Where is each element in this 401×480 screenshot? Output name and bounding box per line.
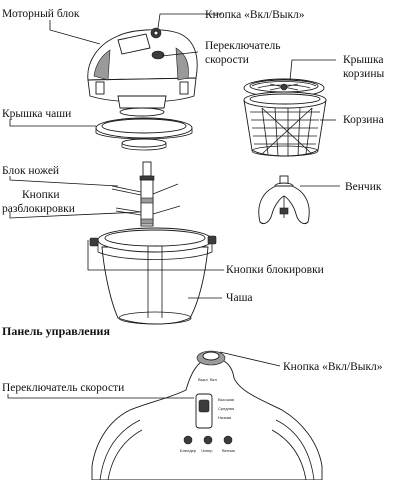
panel-low-label: Низкая bbox=[218, 415, 231, 420]
panel-medium-label: Средняя bbox=[218, 406, 234, 411]
whisk-drawing bbox=[258, 175, 310, 225]
icon3-label: Венчик bbox=[222, 448, 235, 453]
icon2-label: Чопер bbox=[201, 448, 213, 453]
control-panel-drawing: Выкл Вкл Высокая Средняя Низкая Блендер … bbox=[91, 350, 323, 480]
unlock-buttons-label: Кнопки bbox=[22, 189, 59, 201]
basket-label: Корзина bbox=[343, 114, 384, 126]
icon1-label: Блендер bbox=[180, 448, 197, 453]
blender-mode-icon bbox=[183, 435, 193, 445]
blade-block-label: Блок ножей bbox=[2, 165, 59, 177]
panel-high-label: Высокая bbox=[218, 397, 234, 402]
basket-drawing bbox=[243, 91, 327, 157]
panel-off-label: Выкл bbox=[198, 377, 208, 382]
blade-block-drawing bbox=[111, 161, 181, 227]
unlock-buttons-label-2: разблокировки bbox=[2, 203, 75, 215]
lock-buttons-label: Кнопки блокировки bbox=[226, 264, 324, 276]
labels: Моторный блок Кнопка «Вкл/Выкл» Переключ… bbox=[2, 8, 384, 394]
bowl-lid-label: Крышка чаши bbox=[2, 108, 71, 120]
speed-switch-label-top: Переключатель bbox=[205, 40, 280, 52]
motor-block-drawing bbox=[87, 27, 198, 117]
speed-switch-label-top-2: скорости bbox=[205, 54, 249, 66]
whisk-label: Венчик bbox=[345, 181, 382, 193]
bowl-lid-drawing bbox=[95, 117, 193, 151]
panel-title: Панель управления bbox=[2, 324, 110, 338]
panel-on-label: Вкл bbox=[210, 377, 217, 382]
basket-lid-label-2: корзины bbox=[343, 68, 384, 80]
chopper-mode-icon bbox=[203, 435, 213, 445]
whisk-mode-icon bbox=[223, 435, 233, 445]
power-button-label-panel: Кнопка «Вкл/Выкл» bbox=[283, 361, 383, 373]
speed-switch-label-panel: Переключатель скорости bbox=[2, 382, 124, 394]
power-button-label-top: Кнопка «Вкл/Выкл» bbox=[205, 9, 305, 21]
motor-block-label: Моторный блок bbox=[2, 8, 80, 20]
basket-lid-label: Крышка bbox=[343, 54, 384, 66]
leader-lines bbox=[7, 13, 340, 399]
bowl-drawing bbox=[89, 227, 217, 325]
bowl-label: Чаша bbox=[226, 292, 253, 304]
